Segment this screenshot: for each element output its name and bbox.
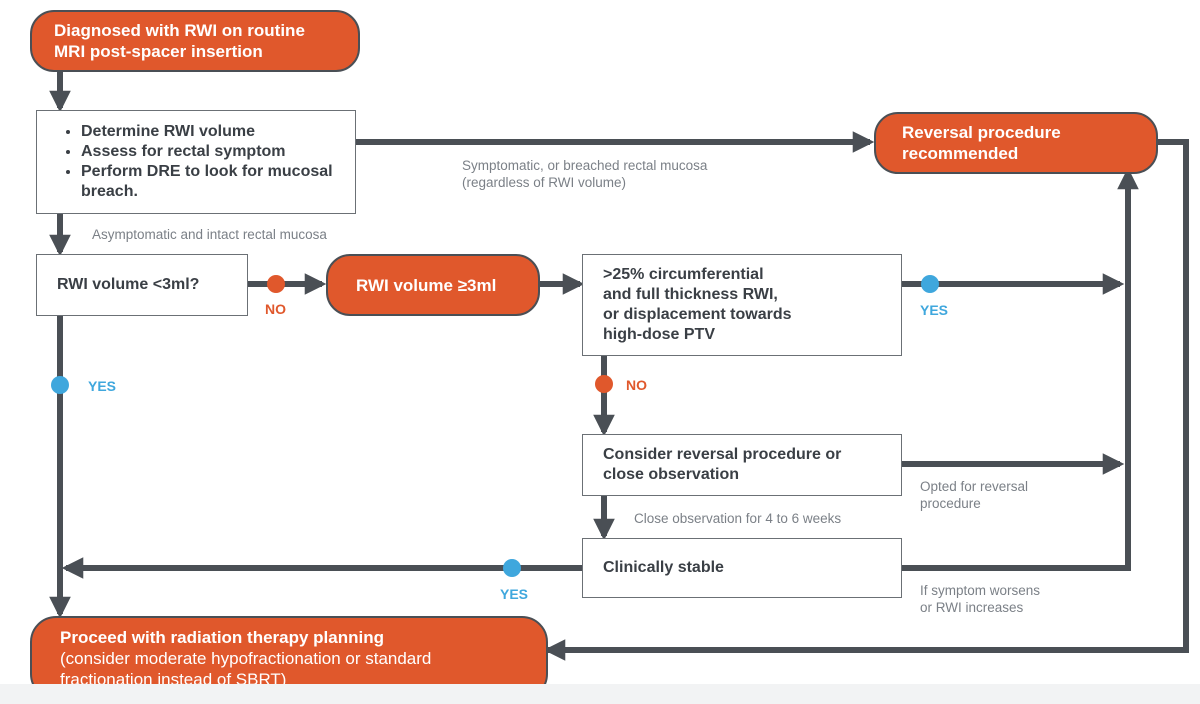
label-symptom-worsens-line: If symptom worsens: [920, 583, 1041, 598]
label-symptomatic-line: (regardless of RWI volume): [462, 175, 627, 190]
label-opted-reversal-line: Opted for reversal: [920, 479, 1029, 494]
consider-reversal-node: Consider reversal procedure or close obs…: [582, 434, 902, 496]
label-symptom-worsens-line: or RWI increases: [920, 600, 1024, 615]
circumferential-line: and full thickness RWI,: [603, 286, 778, 303]
circumferential-line: high-dose PTV: [603, 326, 715, 343]
assess-item: Determine RWI volume: [81, 122, 335, 142]
clinically-stable-node: Clinically stable: [582, 538, 902, 598]
label-yes-volume: YES: [88, 378, 117, 394]
diagnosed-text: Diagnosed with RWI on routine MRI post-s…: [54, 21, 305, 61]
label-asymptomatic-text: Asymptomatic and intact rectal mucosa: [92, 227, 327, 242]
label-asymptomatic: Asymptomatic and intact rectal mucosa: [92, 226, 327, 243]
assess-list: Determine RWI volume Assess for rectal s…: [61, 122, 335, 202]
label-yes-circumferential: YES: [920, 302, 949, 318]
volume-ge3-node: RWI volume ≥3ml: [326, 254, 540, 316]
assess-node: Determine RWI volume Assess for rectal s…: [36, 110, 356, 214]
circumferential-node: >25% circumferential and full thickness …: [582, 254, 902, 356]
label-yes-stable: YES: [500, 586, 529, 602]
label-symptomatic-line: Symptomatic, or breached rectal mucosa: [462, 158, 708, 173]
arrow-reversal-to-proceed: [543, 139, 1189, 661]
arrow-stable-worsens: [902, 167, 1139, 571]
no-dot-circumferential: [595, 375, 613, 393]
label-symptomatic: Symptomatic, or breached rectal mucosa (…: [462, 157, 707, 191]
yes-dot-circumferential: [921, 275, 939, 293]
reversal-recommended-text: Reversal procedure recommended: [902, 123, 1061, 163]
proceed-title: Proceed with radiation therapy planning: [60, 627, 384, 647]
volume-question-text: RWI volume <3ml?: [57, 276, 200, 293]
consider-reversal-text: Consider reversal procedure or close obs…: [603, 446, 842, 483]
proceed-subtitle: (consider moderate hypofractionation or …: [60, 648, 432, 689]
label-no-volume: NO: [265, 301, 286, 317]
clinically-stable-text: Clinically stable: [603, 559, 724, 576]
label-close-observation-text: Close observation for 4 to 6 weeks: [634, 511, 842, 526]
label-symptom-worsens: If symptom worsens or RWI increases: [920, 582, 1040, 616]
volume-ge3-text: RWI volume ≥3ml: [356, 275, 497, 295]
label-opted-reversal: Opted for reversal procedure: [920, 478, 1028, 512]
assess-item: Perform DRE to look for mucosal breach.: [81, 162, 335, 202]
label-opted-reversal-line: procedure: [920, 496, 981, 511]
yes-dot-volume: [51, 376, 69, 394]
assess-item: Assess for rectal symptom: [81, 142, 335, 162]
label-close-observation: Close observation for 4 to 6 weeks: [634, 510, 841, 527]
volume-question-node: RWI volume <3ml?: [36, 254, 248, 316]
diagnosed-node: Diagnosed with RWI on routine MRI post-s…: [30, 10, 360, 72]
circumferential-line: or displacement towards: [603, 306, 792, 323]
circumferential-line: >25% circumferential: [603, 266, 764, 283]
yes-dot-stable: [503, 559, 521, 577]
bottom-strip: [0, 684, 1200, 704]
no-dot-volume: [267, 275, 285, 293]
label-no-circumferential: NO: [626, 377, 647, 393]
reversal-recommended-node: Reversal procedure recommended: [874, 112, 1158, 174]
